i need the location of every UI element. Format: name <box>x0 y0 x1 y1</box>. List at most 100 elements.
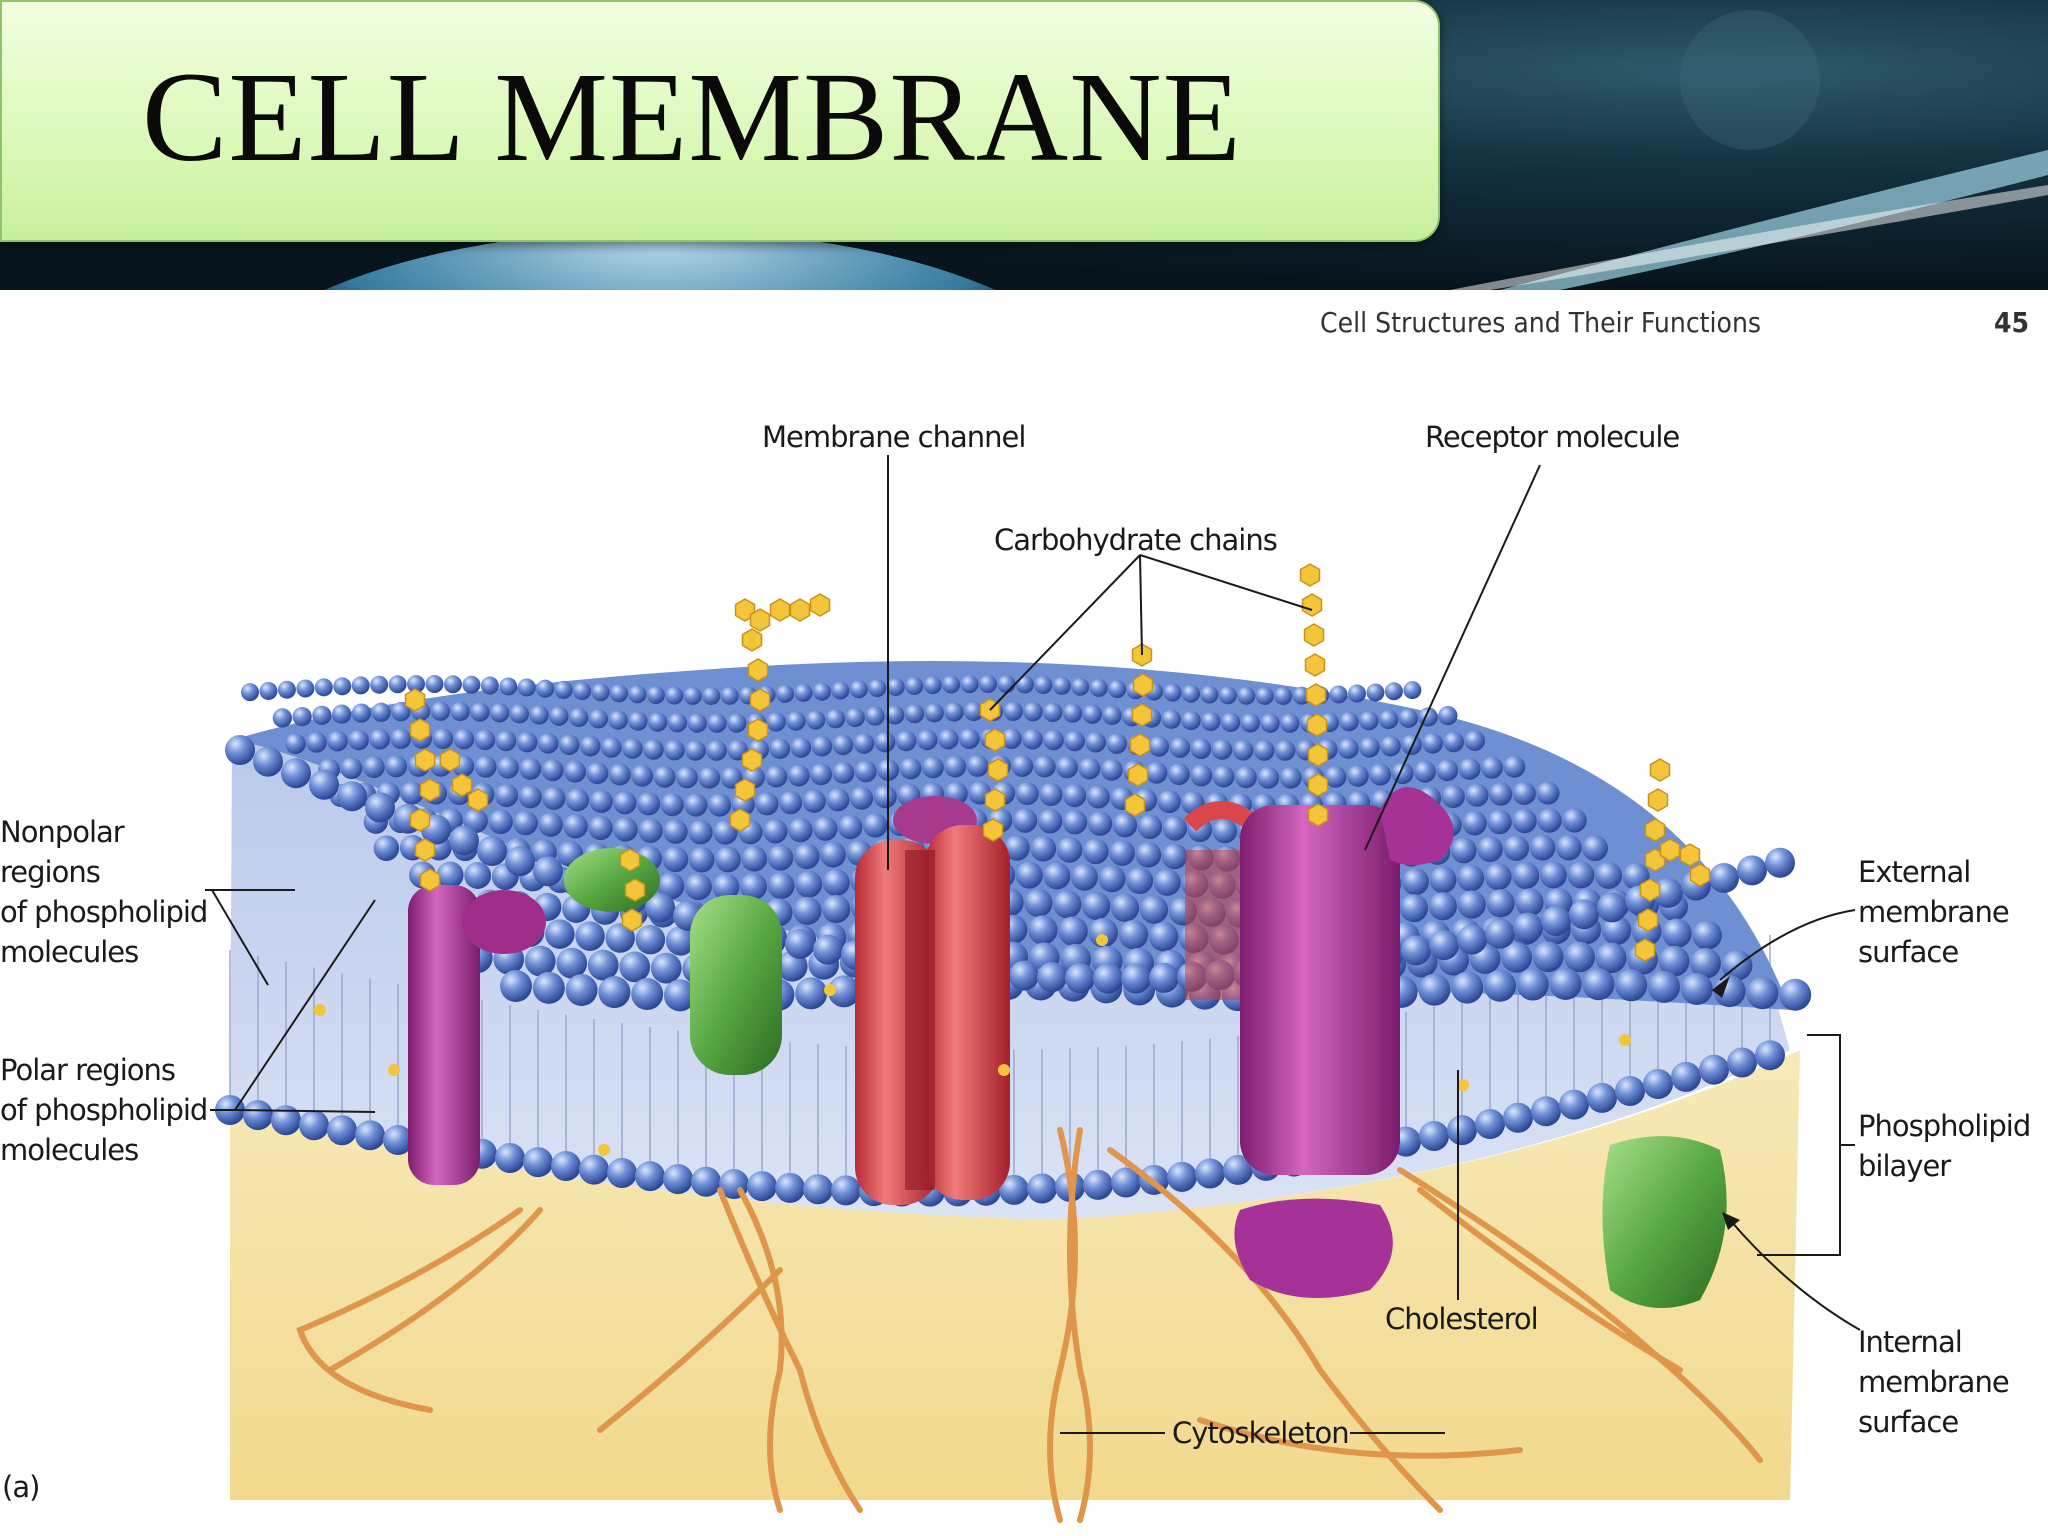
phospholipid-head <box>1398 708 1419 728</box>
phospholipid-head <box>1149 962 1179 993</box>
phospholipid-head <box>825 709 846 729</box>
phospholipid-head <box>1037 809 1063 834</box>
phospholipid-heads <box>215 675 1812 1207</box>
phospholipid-head <box>432 728 454 749</box>
phospholipid-head <box>960 675 979 694</box>
phospholipid-head <box>1384 682 1403 701</box>
phospholipid-head <box>391 702 411 722</box>
green-protein-middle <box>690 895 782 1075</box>
phospholipid-head <box>517 678 536 697</box>
phospholipid-head <box>767 844 794 871</box>
green-protein-right <box>1602 1136 1727 1308</box>
carbohydrate-unit <box>1306 713 1328 737</box>
phospholipid-head <box>1501 941 1532 973</box>
internal-line-1: Internal <box>1858 1325 1963 1359</box>
external-line-1: External <box>1858 855 1971 889</box>
phospholipid-head <box>793 843 820 870</box>
phospholipid-head <box>720 686 739 705</box>
phospholipid-head <box>1419 1120 1449 1151</box>
phospholipid-head <box>966 755 989 777</box>
phospholipid-head <box>383 1125 413 1156</box>
phospholipid-head <box>533 856 563 887</box>
phospholipid-head <box>575 921 605 951</box>
phospholipid-head <box>1098 865 1126 893</box>
bilayer-line-2: bilayer <box>1858 1149 1951 1183</box>
phospholipid-head <box>337 781 367 812</box>
phospholipid-head <box>608 710 628 730</box>
green-protein-top <box>564 848 660 912</box>
nonpolar-line-1: Nonpolar <box>0 815 125 849</box>
phospholipid-head <box>755 792 779 816</box>
phospholipid-head <box>586 762 609 785</box>
phospholipid-head <box>1167 1161 1197 1192</box>
phospholipid-head <box>1030 835 1057 862</box>
phospholipid-head <box>509 704 530 724</box>
phospholipid-head <box>769 738 791 759</box>
phospholipid-head <box>1658 945 1690 977</box>
phospholipid-head <box>225 735 255 765</box>
phospholipid-head <box>542 786 566 810</box>
phospholipid-head <box>1399 894 1429 923</box>
phospholipid-head <box>1034 676 1053 695</box>
phospholipid-head <box>1662 918 1692 948</box>
carbohydrate-chains <box>404 563 1711 962</box>
phospholipid-head <box>299 1110 329 1141</box>
label-carbohydrate-chains: Carbohydrate chains <box>994 523 1278 557</box>
phospholipid-head <box>1418 973 1451 1006</box>
phospholipid-head <box>813 816 838 841</box>
phospholipid-head <box>715 846 741 873</box>
carbohydrate-unit <box>747 718 769 742</box>
phospholipid-head <box>348 729 369 751</box>
phospholipid-head <box>803 1174 833 1205</box>
phospholipid-head <box>1475 1109 1505 1140</box>
phospholipid-head <box>1157 790 1181 814</box>
phospholipid-head <box>1121 963 1151 994</box>
phospholipid-head <box>1279 766 1302 789</box>
phospholipid-head <box>1457 924 1487 955</box>
phospholipid-head <box>613 817 638 842</box>
phospholipid-head <box>916 729 938 751</box>
phospholipid-head <box>1709 862 1739 893</box>
carbohydrate-unit <box>741 628 763 652</box>
purple-protein-left <box>408 885 546 1185</box>
phospholipid-head <box>1653 877 1683 908</box>
cytoskeleton-fibers <box>296 1127 1763 1523</box>
phospholipid-head <box>1161 709 1181 729</box>
phospholipid-head <box>312 705 332 725</box>
cholesterol-marks <box>314 934 1631 1156</box>
phospholipid-head <box>480 676 499 695</box>
phospholipid-head <box>598 976 631 1009</box>
phospholipid-head <box>556 947 588 979</box>
phospholipid-head <box>253 746 283 777</box>
phospholipid-head <box>296 679 315 698</box>
phospholipid-head <box>351 703 372 723</box>
phospholipid-head <box>608 763 631 786</box>
phospholipid-head <box>766 712 786 732</box>
phospholipid-head <box>541 759 564 782</box>
phospholipid-head <box>785 928 815 959</box>
phospholipid-head <box>1148 736 1170 757</box>
phospholipid-head <box>1181 684 1200 703</box>
phospholipid-head <box>899 757 922 780</box>
phospholipid-head <box>648 712 668 732</box>
phospholipid-head <box>505 846 535 877</box>
phospholipid-head <box>688 820 713 845</box>
phospholipid-head <box>1086 785 1110 809</box>
phospholipid-head <box>327 1115 357 1146</box>
phospholipid-head <box>1037 962 1067 993</box>
label-nonpolar-regions: Nonpolar regions of phospholipid molecul… <box>0 812 208 972</box>
phospholipid-head <box>1056 837 1083 863</box>
arrow-heads <box>1712 976 1740 1230</box>
carbohydrate-unit <box>619 848 641 872</box>
phospholipid-head <box>490 703 510 723</box>
phospholipid-head <box>1100 758 1123 781</box>
phospholipid-head <box>1513 912 1543 943</box>
label-cytoskeleton: Cytoskeleton <box>1172 1416 1350 1450</box>
nonpolar-line-4: molecules <box>0 935 139 969</box>
title-box: CELL MEMBRANE <box>0 0 1440 242</box>
phospholipid-head <box>999 1174 1029 1205</box>
phospholipid-head <box>1422 733 1443 754</box>
phospholipid-head <box>1163 683 1182 702</box>
phospholipid-head <box>831 681 850 700</box>
phospholipid-head <box>477 835 507 866</box>
